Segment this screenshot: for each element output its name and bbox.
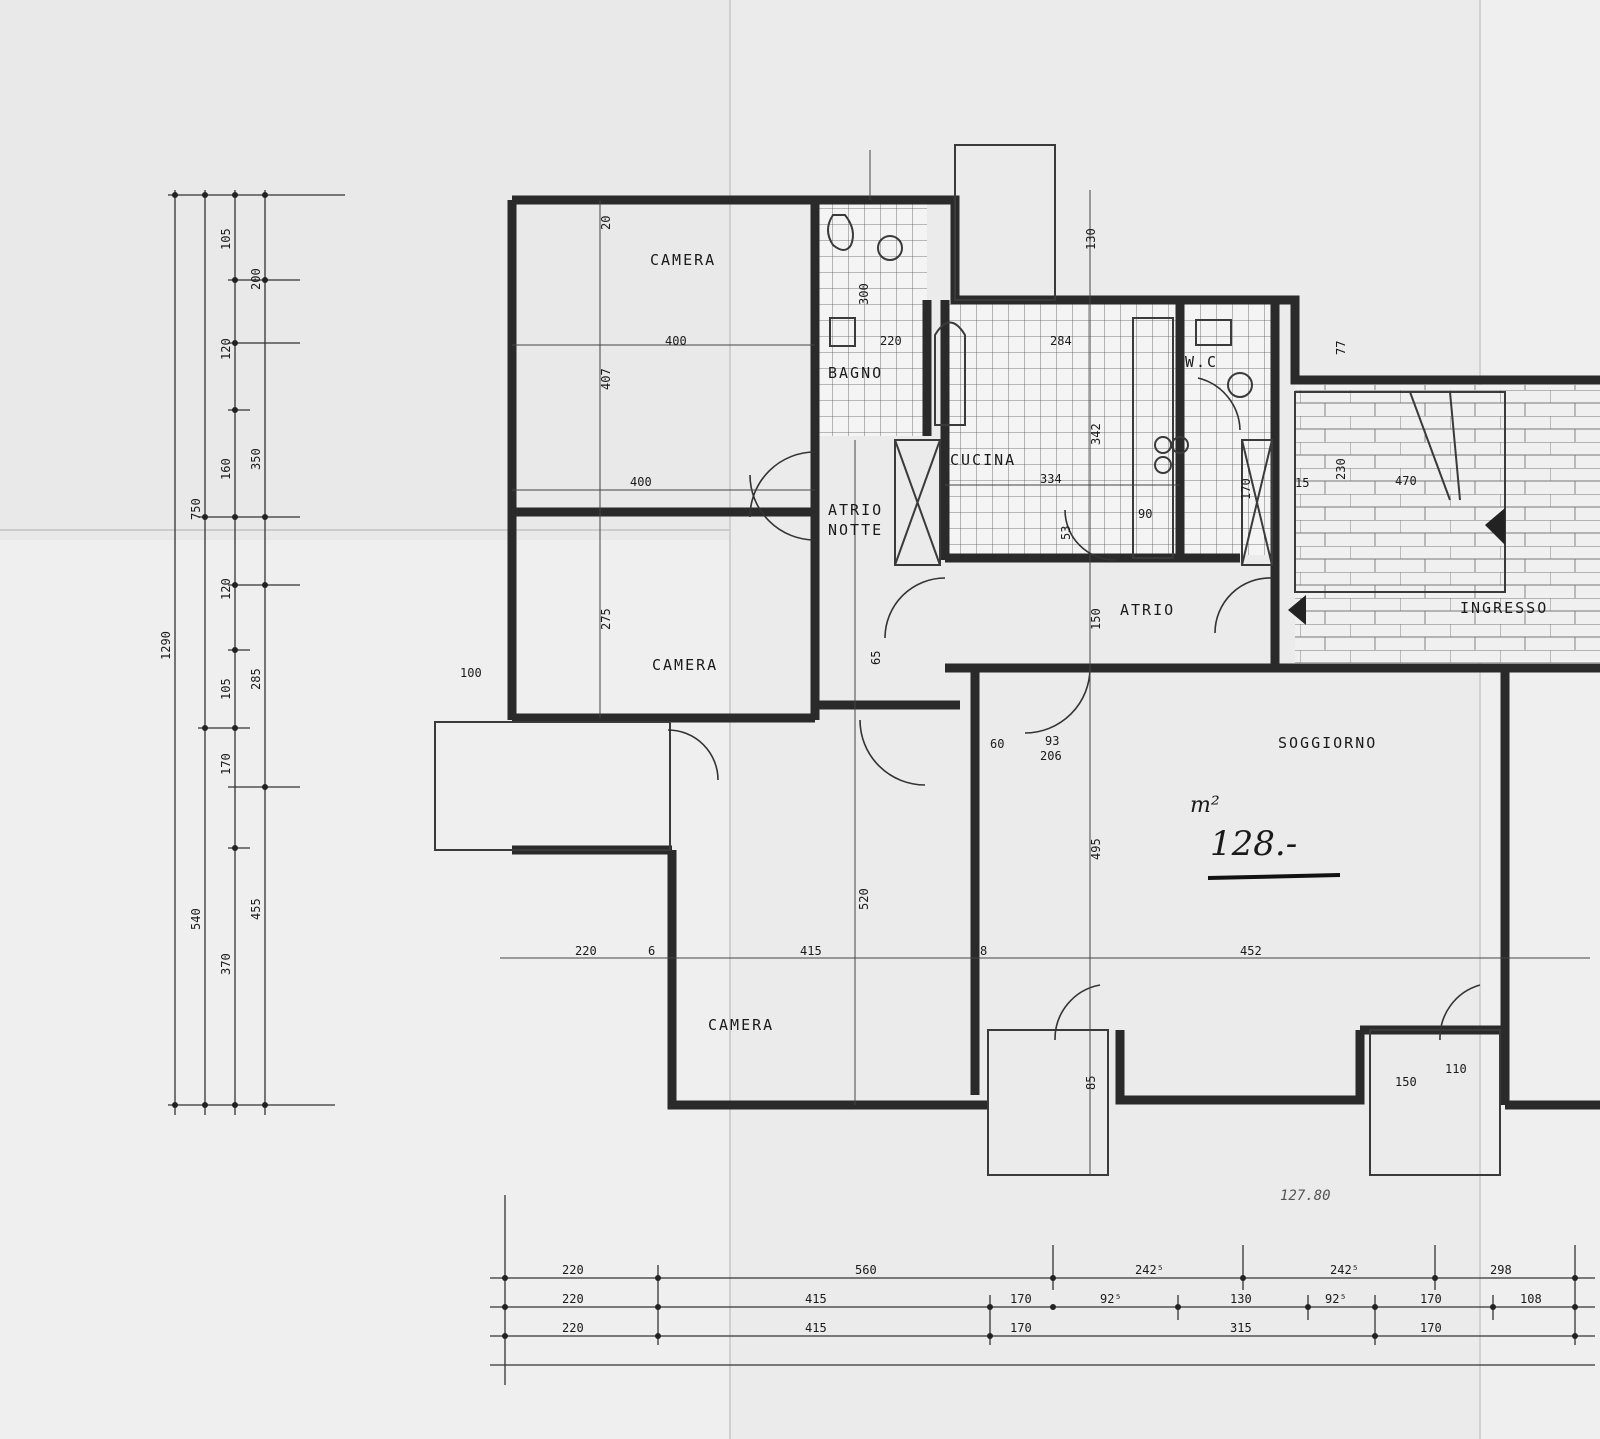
bottom-dim-row2-g: 170 bbox=[1420, 1292, 1442, 1306]
interior-dimension-lines bbox=[500, 150, 1590, 1175]
bottom-dim-row2-h: 108 bbox=[1520, 1292, 1542, 1306]
dim-soggiorno-w: 452 bbox=[1240, 944, 1262, 958]
left-dim-col3-f: 170 bbox=[219, 753, 233, 775]
cucina-tiles bbox=[945, 300, 1275, 555]
left-dim-col2-b: 540 bbox=[189, 908, 203, 930]
bottom-dim-row3-d: 315 bbox=[1230, 1321, 1252, 1335]
bottom-dim-row1-e: 298 bbox=[1490, 1263, 1512, 1277]
bottom-dim-row3-a: 220 bbox=[562, 1321, 584, 1335]
dim-door-206: 206 bbox=[1040, 749, 1062, 763]
bottom-dim-row1-d: 242⁵ bbox=[1330, 1263, 1359, 1277]
room-label-ingresso: INGRESSO bbox=[1460, 599, 1548, 617]
dim-bagno-w: 220 bbox=[880, 334, 902, 348]
dim-door-85: 85 bbox=[1084, 1076, 1098, 1090]
left-dim-col3-b: 120 bbox=[219, 338, 233, 360]
dim-door-93: 93 bbox=[1045, 734, 1059, 748]
dim-door-65: 65 bbox=[869, 651, 883, 665]
left-dim-col3-d: 120 bbox=[219, 578, 233, 600]
dim-cucina-h: 342 bbox=[1089, 423, 1103, 445]
dim-stairs-h: 230 bbox=[1334, 458, 1348, 480]
dim-camera-mid-h: 275 bbox=[599, 608, 613, 630]
dim-cucina-w: 284 bbox=[1050, 334, 1072, 348]
dim-camera-top-w: 400 bbox=[665, 334, 687, 348]
left-dim-col3-a: 105 bbox=[219, 228, 233, 250]
dim-door-8: 8 bbox=[980, 944, 987, 958]
dim-camera-bottom-w0: 220 bbox=[575, 944, 597, 958]
bottom-dimension-chain bbox=[490, 1195, 1595, 1385]
left-dim-col3-e: 105 bbox=[219, 678, 233, 700]
left-dim-col4-d: 455 bbox=[249, 898, 263, 920]
bottom-dim-row3-e: 170 bbox=[1420, 1321, 1442, 1335]
area-note: 127.80 bbox=[1280, 1188, 1331, 1204]
room-label-bagno: BAGNO bbox=[828, 364, 883, 382]
dim-camera-bottom-w: 415 bbox=[800, 944, 822, 958]
area-unit: m² bbox=[1190, 793, 1220, 818]
left-dim-col4-a: 200 bbox=[249, 268, 263, 290]
bottom-dim-row2-d: 92⁵ bbox=[1100, 1292, 1122, 1306]
interior-lines bbox=[434, 144, 1506, 1176]
room-label-atrio: ATRIO bbox=[1120, 601, 1175, 619]
bottom-dim-row1-c: 242⁵ bbox=[1135, 1263, 1164, 1277]
dim-camera-top-h: 407 bbox=[599, 368, 613, 390]
dim-bagno-h: 300 bbox=[857, 283, 871, 305]
dim-door-110: 110 bbox=[1445, 1062, 1467, 1076]
dim-stairs-w: 470 bbox=[1395, 474, 1417, 488]
room-label-soggiorno: SOGGIORNO bbox=[1278, 734, 1377, 752]
bottom-dim-row2-e: 130 bbox=[1230, 1292, 1252, 1306]
left-dim-col3-g: 370 bbox=[219, 953, 233, 975]
dim-door-15: 15 bbox=[1295, 476, 1309, 490]
room-label-atrio-notte-2: NOTTE bbox=[828, 521, 883, 539]
room-label-camera-bottom: CAMERA bbox=[708, 1016, 774, 1034]
bottom-dim-row1-a: 220 bbox=[562, 1263, 584, 1277]
dim-door-100: 100 bbox=[460, 666, 482, 680]
room-label-cucina: CUCINA bbox=[950, 451, 1016, 469]
dim-door-60: 60 bbox=[990, 737, 1004, 751]
left-dim-col3-c: 160 bbox=[219, 458, 233, 480]
dim-door-130: 130 bbox=[1084, 228, 1098, 250]
dim-camera-top-w2: 400 bbox=[630, 475, 652, 489]
dim-door-150: 150 bbox=[1395, 1075, 1417, 1089]
room-label-wc: W.C bbox=[1185, 353, 1218, 371]
bottom-dim-row2-c: 170 bbox=[1010, 1292, 1032, 1306]
bottom-dim-row2-f: 92⁵ bbox=[1325, 1292, 1347, 1306]
bottom-dim-row3-b: 415 bbox=[805, 1321, 827, 1335]
ingresso-paving bbox=[1295, 385, 1600, 663]
dim-door-6: 6 bbox=[648, 944, 655, 958]
dim-door-53: 53 bbox=[1059, 526, 1073, 540]
area-underline bbox=[1207, 873, 1341, 880]
entrance-marker bbox=[1288, 595, 1306, 625]
dim-soggiorno-h: 495 bbox=[1089, 838, 1103, 860]
dim-soggiorno-h2: 520 bbox=[857, 888, 871, 910]
area-value: 128.- bbox=[1210, 824, 1297, 864]
room-label-atrio-notte-1: ATRIO bbox=[828, 501, 883, 519]
dim-atrio-h: 150 bbox=[1089, 608, 1103, 630]
dim-door-77: 77 bbox=[1334, 341, 1348, 355]
left-dim-total: 1290 bbox=[159, 631, 173, 660]
bottom-dim-row2-b: 415 bbox=[805, 1292, 827, 1306]
bottom-dim-row3-c: 170 bbox=[1010, 1321, 1032, 1335]
bottom-dim-row1-b: 560 bbox=[855, 1263, 877, 1277]
dim-door-20: 20 bbox=[599, 216, 613, 230]
left-dim-col4-c: 285 bbox=[249, 668, 263, 690]
stair-arrow bbox=[1485, 508, 1505, 545]
left-dim-col4-b: 350 bbox=[249, 448, 263, 470]
room-label-camera-top: CAMERA bbox=[650, 251, 716, 269]
room-label-camera-mid: CAMERA bbox=[652, 656, 718, 674]
dim-cucina-w2: 334 bbox=[1040, 472, 1062, 486]
left-dim-col2-a: 750 bbox=[189, 498, 203, 520]
door-swings bbox=[667, 377, 1481, 1041]
dim-door-170: 170 bbox=[1239, 478, 1253, 500]
dim-door-90: 90 bbox=[1138, 507, 1152, 521]
bottom-dim-row2-a: 220 bbox=[562, 1292, 584, 1306]
